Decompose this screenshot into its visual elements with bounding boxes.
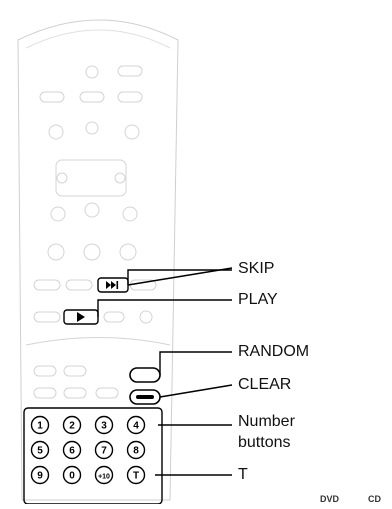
key-label: 3 bbox=[101, 421, 107, 432]
callout-skip: SKIP bbox=[238, 260, 275, 277]
number-button-4[interactable]: 4 bbox=[126, 415, 146, 435]
number-button-3[interactable]: 3 bbox=[94, 415, 114, 435]
number-button-0[interactable]: 0 bbox=[62, 465, 82, 485]
number-button-9[interactable]: 9 bbox=[30, 465, 50, 485]
number-button-1[interactable]: 1 bbox=[30, 415, 50, 435]
key-label: 1 bbox=[37, 421, 43, 432]
remote-body bbox=[17, 19, 179, 501]
number-button-6[interactable]: 6 bbox=[62, 440, 82, 460]
number-keypad: 1 2 3 4 5 6 7 8 9 0 +10 T bbox=[30, 415, 146, 485]
key-label: T bbox=[133, 471, 139, 482]
t-button[interactable]: T bbox=[126, 465, 146, 485]
clear-button[interactable] bbox=[129, 389, 161, 405]
key-label: 5 bbox=[37, 446, 43, 457]
callout-clear: CLEAR bbox=[238, 376, 292, 393]
leader-lines bbox=[97, 267, 233, 476]
number-button-plus10[interactable]: +10 bbox=[94, 465, 114, 485]
number-button-5[interactable]: 5 bbox=[30, 440, 50, 460]
callout-t: T bbox=[238, 466, 248, 483]
skip-forward-icon bbox=[106, 281, 119, 289]
key-label: +10 bbox=[98, 474, 110, 481]
play-icon bbox=[77, 312, 85, 322]
key-label: 0 bbox=[69, 471, 75, 482]
callout-play: PLAY bbox=[238, 291, 278, 308]
callout-random: RANDOM bbox=[238, 343, 310, 360]
number-button-8[interactable]: 8 bbox=[126, 440, 146, 460]
key-label: 6 bbox=[69, 446, 75, 457]
random-button[interactable] bbox=[129, 367, 161, 383]
footer-dvd-label: DVD bbox=[320, 494, 340, 504]
key-label: 9 bbox=[37, 471, 43, 482]
skip-button[interactable] bbox=[97, 277, 129, 293]
number-button-2[interactable]: 2 bbox=[62, 415, 82, 435]
play-button[interactable] bbox=[63, 309, 99, 325]
number-button-7[interactable]: 7 bbox=[94, 440, 114, 460]
key-label: 2 bbox=[69, 421, 75, 432]
key-label: 8 bbox=[133, 446, 139, 457]
callout-number-line1: Number bbox=[238, 413, 295, 430]
key-label: 7 bbox=[101, 446, 107, 457]
key-label: 4 bbox=[133, 421, 139, 432]
footer-cd-label: CD bbox=[368, 494, 381, 504]
callout-number-line2: buttons bbox=[238, 434, 291, 451]
